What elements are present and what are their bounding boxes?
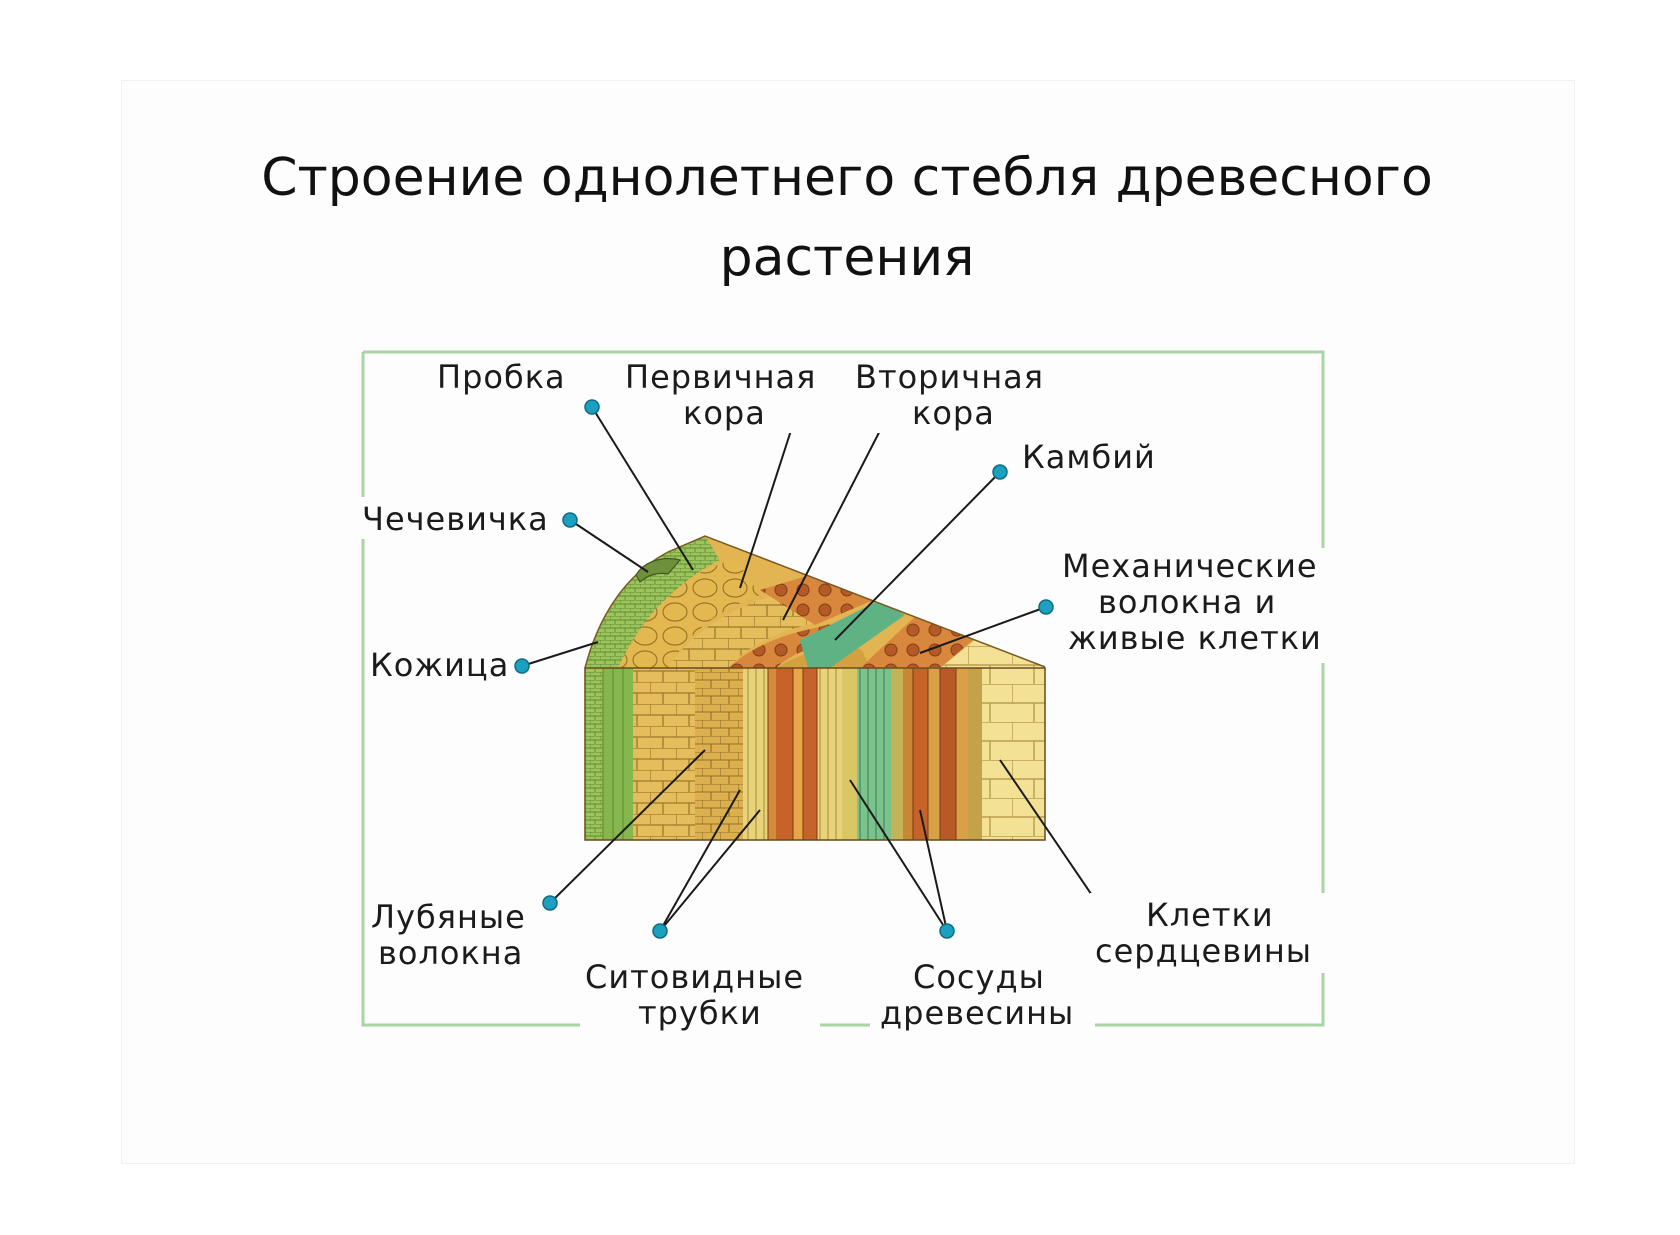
label-vtorichnaya-1: Вторичная [855,358,1044,396]
label-kletki-1: Клетки [1146,896,1274,934]
dot-probka [585,400,599,414]
stem-cross-section [585,536,1045,840]
label-sito-1: Ситовидные [585,958,804,996]
label-pervichnaya-1: Первичная [625,358,816,396]
label-mekh-3: живые клетки [1068,619,1322,657]
stem-front-face [585,668,1045,840]
label-chechevichka: Чечевичка [362,500,549,538]
label-lub-2: волокна [378,934,523,972]
label-kambiy: Камбий [1022,438,1156,476]
label-pervichnaya-2: кора [683,394,766,432]
label-mekh-1: Механические [1062,547,1318,585]
label-vtorichnaya-2: кора [912,394,995,432]
label-sito-2: трубки [638,994,762,1032]
dot-lub [543,896,557,910]
dot-kambiy [993,465,1007,479]
dot-sito [653,924,667,938]
label-lub-1: Лубяные [371,898,526,936]
label-probka: Пробка [437,358,566,396]
dot-chechevichka [563,513,577,527]
label-sosudy-1: Сосуды [913,958,1045,996]
label-kozhitsa: Кожица [370,646,509,684]
dot-mekh [1039,600,1053,614]
label-sosudy-2: древесины [880,994,1074,1032]
dot-sosudy [940,924,954,938]
label-kletki-2: сердцевины [1095,932,1312,970]
label-mekh-2: волокна и [1098,583,1276,621]
dot-kozhitsa [515,659,529,673]
